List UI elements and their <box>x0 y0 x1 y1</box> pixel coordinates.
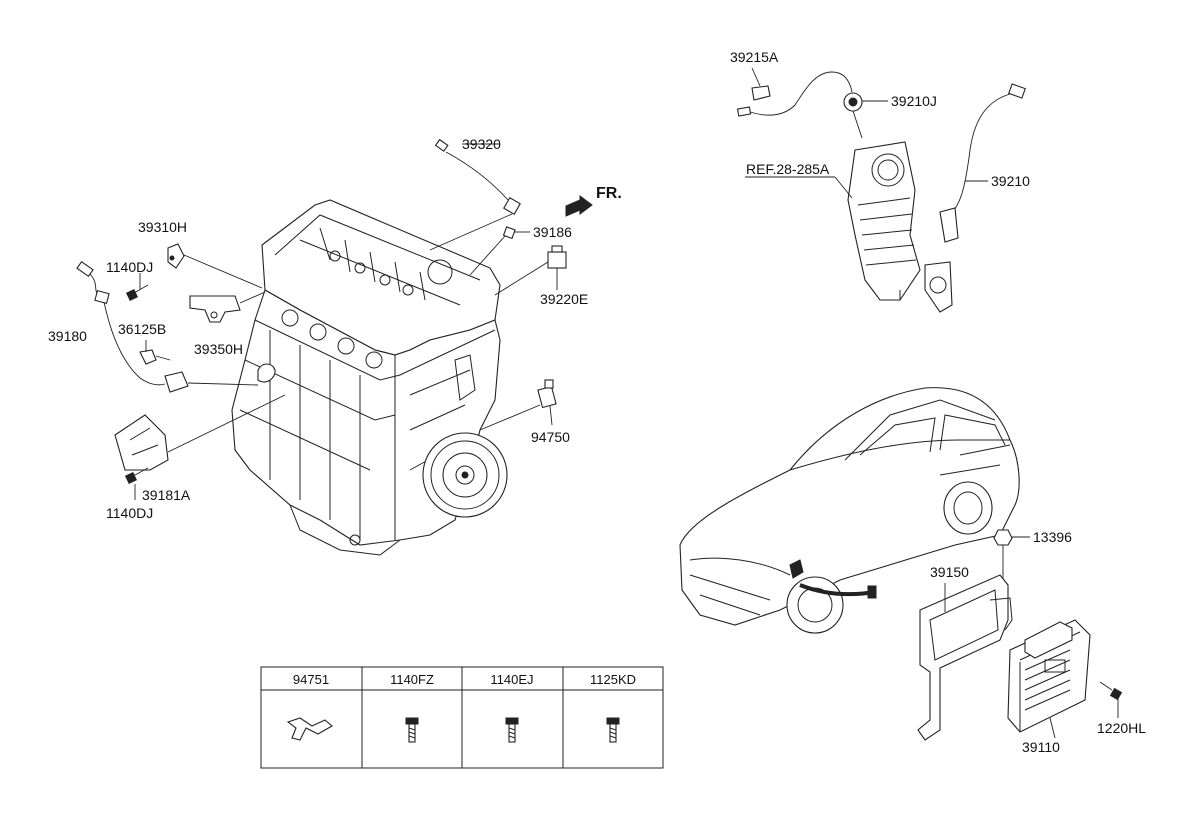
label-39350H: 39350H <box>194 341 243 357</box>
table-header-1125KD: 1125KD <box>590 672 636 687</box>
label-39215A: 39215A <box>730 49 779 65</box>
catalytic-converter[interactable] <box>847 141 953 313</box>
label-39181A: 39181A <box>142 487 191 503</box>
leader-39310H <box>183 254 263 289</box>
part-39350H-bracket[interactable] <box>189 295 241 323</box>
part-39186-bolt[interactable] <box>502 226 530 240</box>
front-direction-label: FR. <box>596 185 622 202</box>
label-reference: REF.28-285A <box>746 161 830 177</box>
part-39310H-sensor[interactable] <box>167 243 185 269</box>
label-39180: 39180 <box>48 328 87 344</box>
table-header-94751: 94751 <box>293 672 329 687</box>
table-header-1140FZ: 1140FZ <box>390 672 434 687</box>
label-39320: 39320 <box>462 136 501 152</box>
label-13396: 13396 <box>1033 529 1072 545</box>
front-direction-arrow <box>565 195 593 217</box>
label-39150: 39150 <box>930 564 969 580</box>
part-1140DJ-bolt-bottom[interactable] <box>125 467 149 484</box>
label-1140DJ-bottom: 1140DJ <box>106 505 153 521</box>
part-1140DJ-bolt-top[interactable] <box>126 284 149 301</box>
label-39110: 39110 <box>1022 739 1060 755</box>
label-39186: 39186 <box>533 224 572 240</box>
leader-39350H <box>239 291 266 304</box>
part-94750-switch[interactable] <box>537 379 557 426</box>
label-39220E: 39220E <box>540 291 588 307</box>
label-39310H: 39310H <box>138 219 187 235</box>
leader-39180 <box>187 382 259 386</box>
vehicle-illustration <box>679 387 1020 634</box>
leader-39110 <box>1049 717 1056 739</box>
part-1220HL-bolt[interactable] <box>1099 681 1123 701</box>
part-36125B-clip[interactable] <box>139 349 171 365</box>
part-39220E-sensor[interactable] <box>547 245 567 290</box>
label-36125B: 36125B <box>118 321 166 337</box>
label-39210: 39210 <box>991 173 1030 189</box>
label-1140DJ-top: 1140DJ <box>106 259 153 275</box>
part-39181A-shield[interactable] <box>114 414 169 471</box>
leader-39220E <box>494 261 549 296</box>
leader-39320 <box>429 213 513 251</box>
part-39215A-sensor[interactable] <box>736 71 853 117</box>
table-part-94751-clip[interactable] <box>286 717 333 741</box>
part-39180-sensor[interactable] <box>76 260 189 393</box>
label-1220HL: 1220HL <box>1097 720 1146 736</box>
part-39210-sensor[interactable] <box>939 83 1026 243</box>
leader-39215A <box>751 67 761 87</box>
label-94750: 94750 <box>531 429 570 445</box>
engine-block[interactable] <box>231 199 508 556</box>
leader-94750 <box>479 404 541 431</box>
part-39320-sensor[interactable] <box>434 138 521 215</box>
leader-reference <box>834 176 853 199</box>
label-39210J: 39210J <box>891 93 937 109</box>
leader-39186 <box>469 235 506 276</box>
table-header-1140EJ: 1140EJ <box>490 672 533 687</box>
part-39110-ecu[interactable] <box>1007 619 1091 733</box>
part-39210J-sensor[interactable] <box>843 92 863 139</box>
leader-39181A <box>167 394 286 453</box>
parts-table: 94751 1140FZ 1140EJ 1125KD <box>260 666 664 769</box>
part-13396-nut[interactable] <box>993 529 1013 546</box>
table-part-1140EJ-bolt[interactable] <box>505 717 519 743</box>
table-part-1140FZ-bolt[interactable] <box>405 717 419 743</box>
part-39150-bracket[interactable] <box>917 574 1013 741</box>
table-part-1125KD-bolt[interactable] <box>606 717 620 743</box>
